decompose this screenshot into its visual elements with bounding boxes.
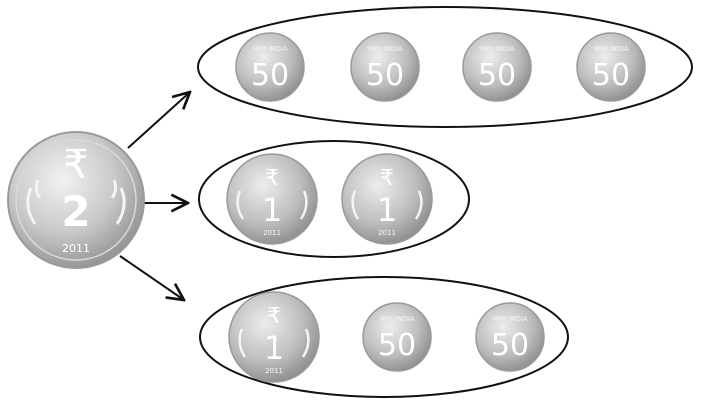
coin-top-text: भारत INDIA: [252, 45, 288, 53]
coin-icon: भारत INDIA 50: [235, 32, 305, 102]
coin-icon: ₹ 1 2011: [228, 291, 320, 383]
group-2-ellipse: [198, 140, 470, 258]
coin-symbol: ₹: [265, 166, 279, 191]
coin-top-text: भारत INDIA: [367, 45, 403, 53]
group-1-ellipse: [197, 6, 693, 128]
arrows: [119, 92, 190, 300]
coin-top-text: भारत INDIA: [593, 45, 629, 53]
coin-icon: भारत INDIA 50: [362, 302, 432, 372]
group-3-coins: ₹ 1 2011 भारत INDIA 50 भारत INDIA 50: [228, 291, 545, 383]
coin-denomination: 1: [264, 329, 284, 367]
coin-denomination: 1: [377, 191, 397, 229]
coin-top-text: भारत INDIA: [479, 45, 515, 53]
coin-denomination: 50: [251, 58, 289, 93]
coin-year: 2011: [265, 367, 283, 375]
coin-icon: भारत INDIA 50: [475, 302, 545, 372]
group-3-ellipse: [199, 276, 569, 398]
group-2-coins: ₹ 1 2011 ₹ 1 2011: [226, 153, 433, 245]
coin-symbol: ₹: [380, 166, 394, 191]
coin-denomination: 50: [592, 58, 630, 93]
coin-icon: भारत INDIA 50: [462, 32, 532, 102]
coin-denomination: 50: [491, 328, 529, 363]
coin-denomination: 50: [478, 58, 516, 93]
group-1-coins: भारत INDIA 50 भारत INDIA 50 भारत INDIA 5…: [235, 32, 646, 102]
coin-denomination: 50: [378, 328, 416, 363]
arrow-right-icon: [127, 92, 190, 149]
coin-denomination: 50: [366, 58, 404, 93]
coin-icon: ₹ 1 2011: [226, 153, 318, 245]
coin-denomination: 1: [262, 191, 282, 229]
arrow-right-icon: [119, 255, 184, 300]
source-coin-year: 2011: [62, 242, 90, 255]
coin-icon: ₹ 1 2011: [341, 153, 433, 245]
source-coin: ₹ 2 2011: [7, 131, 145, 269]
coin-year: 2011: [378, 229, 396, 237]
coin-year: 2011: [263, 229, 281, 237]
coin-top-text: भारत INDIA: [379, 315, 415, 323]
source-coin-denomination: 2: [61, 187, 90, 236]
coin-top-text: भारत INDIA: [492, 315, 528, 323]
coin-symbol: ₹: [267, 304, 281, 329]
source-coin-symbol: ₹: [63, 142, 88, 188]
coin-icon: भारत INDIA 50: [576, 32, 646, 102]
coin-icon: भारत INDIA 50: [350, 32, 420, 102]
